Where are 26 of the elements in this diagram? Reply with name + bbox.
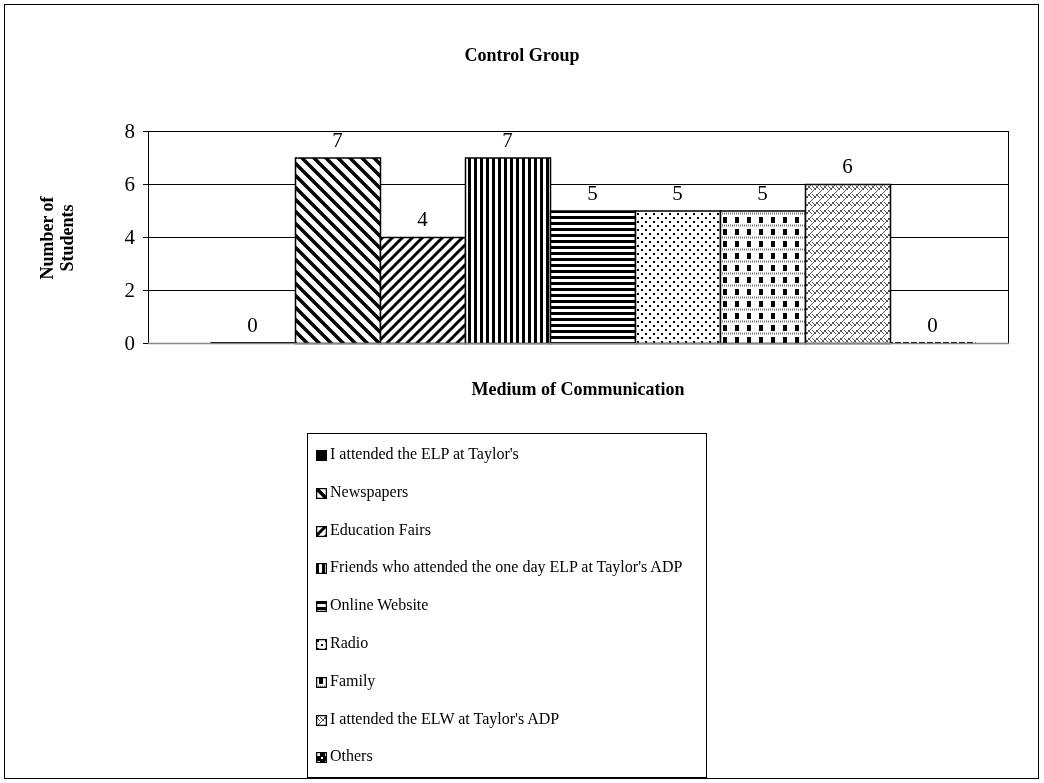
y-axis-title: Number of Students [37, 195, 77, 282]
legend-label: Family [330, 670, 376, 691]
x-axis-title: Medium of Communication [470, 378, 686, 400]
legend-label: Friends who attended the one day ELP at Taylor's ADP [330, 557, 683, 578]
data-label: 5 [756, 180, 769, 205]
legend-label: Others [330, 746, 373, 767]
tick-label: 4 [123, 225, 135, 249]
legend-label: Online Website [330, 595, 429, 616]
legend-label: I attended the ELW at Taylor's ADP [330, 708, 560, 729]
tick-label: 6 [123, 172, 135, 196]
legend-label: Education Fairs [330, 519, 431, 540]
data-label: 4 [416, 207, 429, 231]
data-label: 5 [671, 180, 684, 205]
data-label: 0 [246, 313, 259, 337]
data-label: 7 [331, 127, 344, 152]
legend-label: Newspapers [330, 481, 409, 502]
tick-label: 8 [123, 119, 135, 143]
tick-label: 0 [123, 331, 135, 355]
data-label: 7 [501, 127, 514, 152]
chart-title: Control Group [463, 44, 581, 66]
data-label: 0 [926, 313, 939, 337]
legend-label: I attended the ELP at Taylor's [330, 444, 519, 464]
data-label: 5 [586, 180, 599, 205]
tick-label: 2 [123, 278, 135, 302]
legend-label: Radio [330, 633, 369, 653]
data-label: 6 [841, 154, 854, 178]
